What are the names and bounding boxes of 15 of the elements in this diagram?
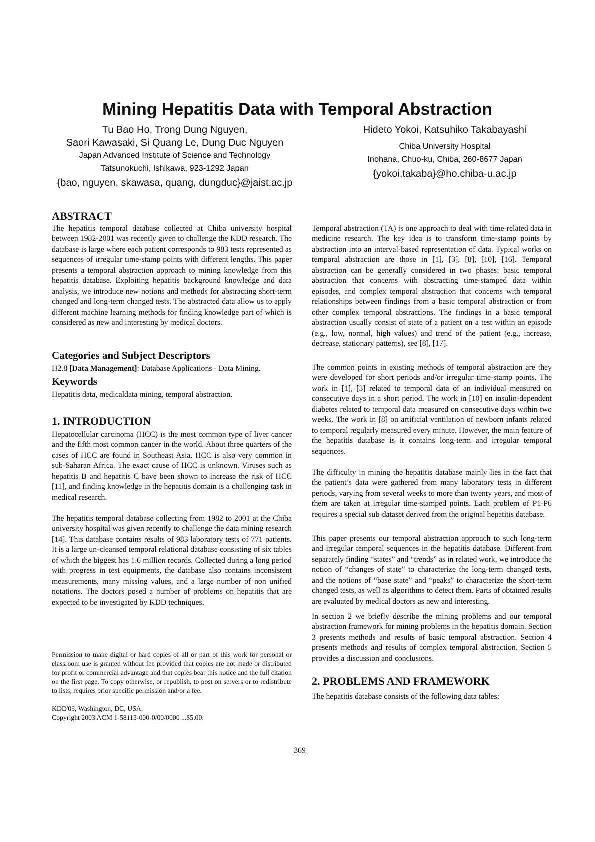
section-heading: ABSTRACT xyxy=(52,211,113,223)
section-heading: 1. INTRODUCTION xyxy=(52,416,152,428)
email-address: {bao, nguyen, skawasa, quang, dungduc}@jaist.ac.jp xyxy=(57,178,293,189)
affiliation: Tatsunokuchi, Ishikawa, 923-1292 Japan xyxy=(101,164,249,173)
affiliation: Inohana, Chuo-ku, Chiba, 260-8677 Japan xyxy=(368,155,522,164)
section-heading: 2. PROBLEMS AND FRAMEWORK xyxy=(312,676,491,688)
author-names: Saori Kawasaki, Si Quang Le, Dung Duc Nguyen xyxy=(66,138,284,149)
affiliation: Japan Advanced Institute of Science and Technology xyxy=(79,151,271,160)
affiliation: Chiba University Hospital xyxy=(399,142,491,151)
section-heading: Categories and Subject Descriptors xyxy=(52,351,212,362)
paper-title: Mining Hepatitis Data with Temporal Abstraction xyxy=(101,100,494,120)
section-heading: Keywords xyxy=(52,377,98,388)
author-names: Hideto Yokoi, Katsuhiko Takabayashi xyxy=(363,125,527,136)
email-address: {yokoi,takaba}@ho.chiba-u.ac.jp xyxy=(373,169,517,180)
author-names: Tu Bao Ho, Trong Dung Nguyen, xyxy=(102,125,248,136)
